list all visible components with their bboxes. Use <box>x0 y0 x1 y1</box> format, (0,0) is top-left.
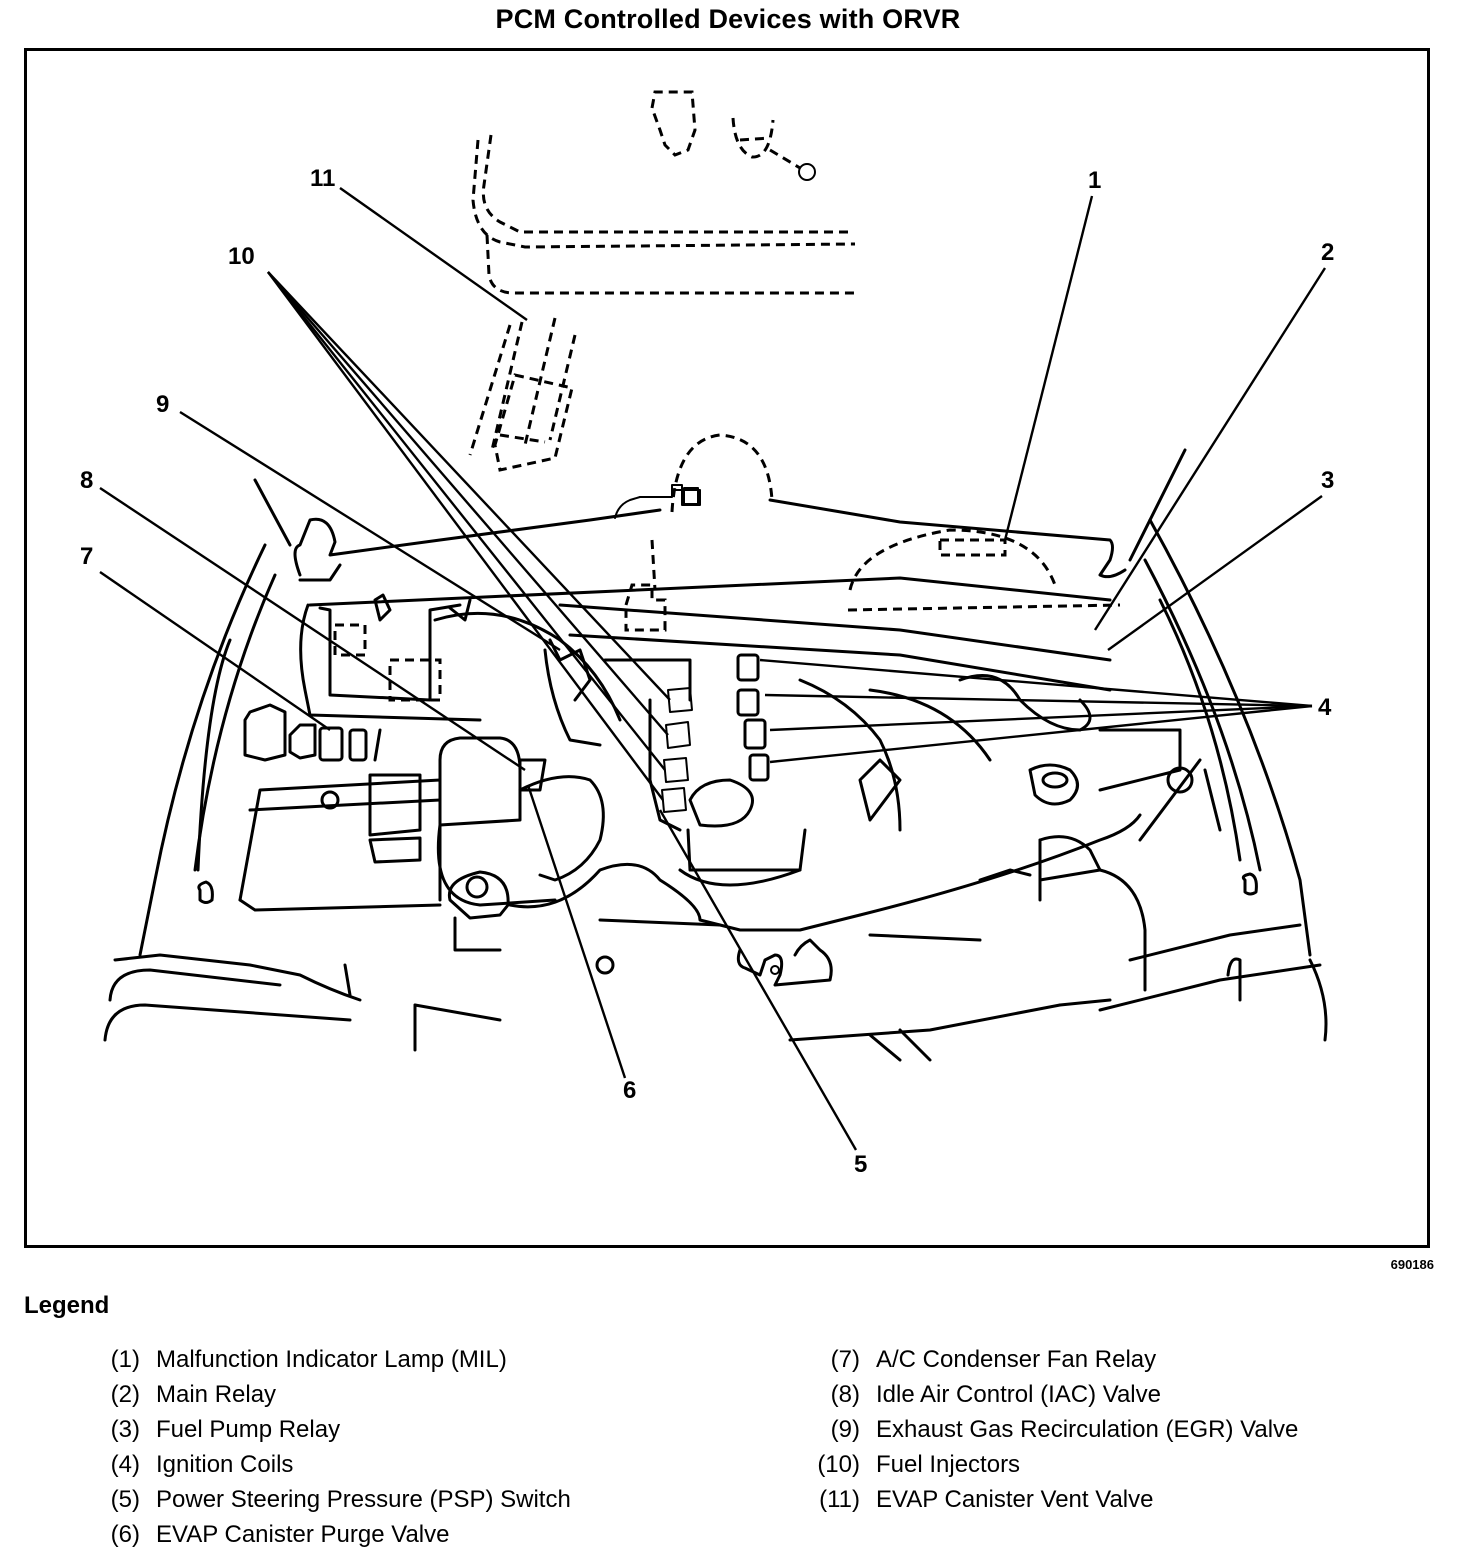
leader-line-3 <box>1107 495 1323 651</box>
battery <box>238 773 442 912</box>
legend-item: (8) Idle Air Control (IAC) Valve <box>804 1377 1298 1412</box>
leader-line-9 <box>179 410 561 652</box>
ignition-coil-icon <box>736 653 760 682</box>
legend-item: (5) Power Steering Pressure (PSP) Switch <box>82 1482 571 1517</box>
legend-heading: Legend <box>24 1292 110 1319</box>
leader-line-4-1 <box>759 658 1313 708</box>
legend-item-label: Ignition Coils <box>156 1450 294 1478</box>
ignition-coil-icon <box>743 718 767 750</box>
leader-line-6 <box>526 784 627 1079</box>
coolant-reservoir <box>447 870 510 952</box>
fender-left <box>138 543 277 957</box>
legend-item-label: Malfunction Indicator Lamp (MIL) <box>156 1345 507 1373</box>
hood-bumper-right <box>1241 872 1258 896</box>
leader-line-5 <box>658 809 858 1151</box>
leader-line-2 <box>1093 267 1327 631</box>
callout-5: 5 <box>854 1151 867 1178</box>
legend-item: (4) Ignition Coils <box>82 1447 571 1482</box>
callout-2: 2 <box>1321 239 1334 266</box>
leader-line-10-1 <box>267 271 671 701</box>
legend-item-number: (11) <box>819 1485 860 1513</box>
leader-line-8 <box>99 487 526 771</box>
legend-item: (9) Exhaust Gas Recirculation (EGR) Valve <box>804 1412 1299 1447</box>
legend-item-number: (5) <box>110 1485 140 1513</box>
legend-item-label: Fuel Pump Relay <box>156 1415 341 1443</box>
legend-item-number: (4) <box>110 1450 140 1478</box>
orvr-hidden-components <box>468 90 1121 632</box>
fuel-injector-icon <box>663 757 689 783</box>
callout-4: 4 <box>1318 694 1332 721</box>
leader-line-10-4 <box>267 271 664 801</box>
legend-item-label: Main Relay <box>156 1380 277 1408</box>
legend-item: (2) Main Relay <box>82 1377 571 1412</box>
hood-bumper-left <box>197 880 214 904</box>
legend-item-number: (9) <box>830 1415 860 1443</box>
legend-item: (1) Malfunction Indicator Lamp (MIL) <box>82 1342 571 1377</box>
legend-item-number: (7) <box>830 1345 860 1373</box>
legend-item-label: Power Steering Pressure (PSP) Switch <box>156 1485 571 1513</box>
legend-item-label: EVAP Canister Purge Valve <box>156 1520 450 1548</box>
ignition-coil-icon <box>736 688 760 717</box>
leader-line-4-3 <box>769 704 1313 732</box>
fuel-injector-icon <box>665 721 691 749</box>
oil-filler-cap <box>688 778 754 828</box>
ignition-coil-icon <box>748 753 770 782</box>
legend-column-left: (1) Malfunction Indicator Lamp (MIL) (2) M… <box>82 1342 571 1552</box>
engine-block <box>433 603 1112 887</box>
legend-item-number: (10) <box>817 1450 860 1478</box>
underhood-fuse-block <box>243 593 482 762</box>
callout-3: 3 <box>1321 467 1334 494</box>
relay-icon <box>348 728 368 762</box>
front-crossmember <box>508 813 1142 987</box>
leader-line-11 <box>339 187 528 321</box>
callout-8: 8 <box>80 467 93 494</box>
legend-item-number: (2) <box>110 1380 140 1408</box>
figure-number: 690186 <box>1390 1257 1434 1272</box>
legend-column-right: (7) A/C Condenser Fan Relay (8) Idle Air C… <box>804 1342 1298 1517</box>
leader-line-1 <box>1003 195 1094 541</box>
relay-icon <box>318 726 344 762</box>
callout-1: 1 <box>1088 167 1101 194</box>
radiator-support <box>103 923 1328 1062</box>
legend-item-label: A/C Condenser Fan Relay <box>876 1345 1157 1373</box>
fender-right <box>1143 518 1312 957</box>
callout-labels: 1 2 3 4 5 6 7 8 9 10 11 <box>80 165 1334 1178</box>
leader-line-4-4 <box>769 704 1313 764</box>
leader-line-4-2 <box>764 693 1313 708</box>
legend-item-number: (1) <box>110 1345 140 1373</box>
legend-item: (3) Fuel Pump Relay <box>82 1412 571 1447</box>
legend-item-number: (8) <box>830 1380 860 1408</box>
legend-item-number: (3) <box>110 1415 140 1443</box>
leader-line-10-3 <box>267 271 666 771</box>
legend-item: (10) Fuel Injectors <box>804 1447 1298 1482</box>
legend-item-label: EVAP Canister Vent Valve <box>876 1485 1154 1513</box>
figure-title: PCM Controlled Devices with ORVR <box>495 4 961 34</box>
vent-cap-icon <box>798 163 816 181</box>
legend-item-label: Fuel Injectors <box>876 1450 1021 1478</box>
callout-7: 7 <box>80 543 93 570</box>
legend-item-number: (6) <box>110 1520 140 1548</box>
legend-item-label: Idle Air Control (IAC) Valve <box>876 1380 1161 1408</box>
legend-item-label: Exhaust Gas Recirculation (EGR) Valve <box>876 1415 1299 1443</box>
callout-10: 10 <box>228 243 255 270</box>
mil-lamp-outline <box>938 538 1007 557</box>
figure-frame <box>24 48 1430 1248</box>
callout-leaders <box>99 187 1327 1151</box>
callout-9: 9 <box>156 391 169 418</box>
legend-item: (11) EVAP Canister Vent Valve <box>804 1482 1298 1517</box>
fuel-injector-icon <box>667 687 693 713</box>
cowl-firewall <box>253 448 1187 607</box>
intake-manifold-right <box>798 674 1222 992</box>
fuel-injector-icon <box>661 787 687 813</box>
legend-item: (6) EVAP Canister Purge Valve <box>82 1517 571 1552</box>
leader-line-7 <box>99 571 331 731</box>
iac-valve-body <box>518 758 547 792</box>
callout-11: 11 <box>310 165 335 192</box>
legend-item: (7) A/C Condenser Fan Relay <box>804 1342 1298 1377</box>
callout-6: 6 <box>623 1077 636 1104</box>
leader-line-10-2 <box>267 271 669 736</box>
